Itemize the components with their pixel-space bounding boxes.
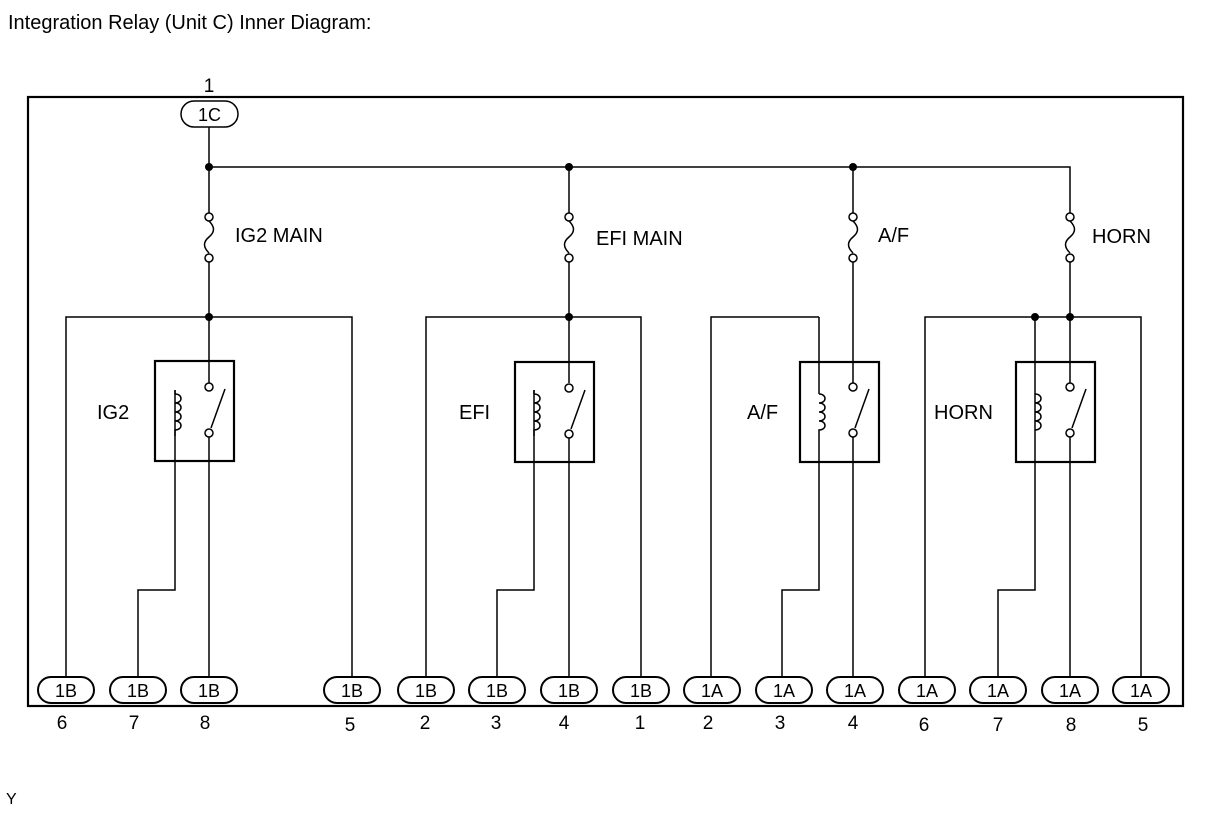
svg-text:1B: 1B xyxy=(341,681,363,701)
bottom-connector: 1A 8 xyxy=(1041,676,1099,736)
relay-efi xyxy=(513,360,596,464)
connector-pin: 7 xyxy=(993,715,1004,736)
svg-text:1B: 1B xyxy=(630,681,652,701)
ig2-junction xyxy=(205,313,213,321)
connector-pin: 3 xyxy=(491,713,502,734)
svg-text:1B: 1B xyxy=(55,681,77,701)
relay-coil-icon xyxy=(1034,393,1042,431)
fuse-label: A/F xyxy=(878,225,909,247)
relay-horn xyxy=(1014,360,1097,464)
fuse-label: HORN xyxy=(1092,226,1151,248)
efi-junction xyxy=(565,313,573,321)
connector-pin: 8 xyxy=(200,713,211,734)
bottom-connector: 1B 3 xyxy=(468,676,526,734)
bottom-connector: 1A 5 xyxy=(1112,676,1170,736)
page-title: Integration Relay (Unit C) Inner Diagram… xyxy=(8,12,372,34)
power-bus xyxy=(208,127,1071,213)
connector-pin: 5 xyxy=(1138,715,1149,736)
fuse-efi-main xyxy=(563,167,575,263)
svg-text:1B: 1B xyxy=(198,681,220,701)
relay-switch-icon xyxy=(1065,382,1087,438)
bottom-connector: 1B 5 xyxy=(323,676,381,736)
connector-pin: 5 xyxy=(345,715,356,736)
relay-af xyxy=(798,360,881,464)
bottom-connector: 1B 6 xyxy=(37,676,95,734)
svg-text:1A: 1A xyxy=(1130,681,1152,701)
bottom-connector: 1A 2 xyxy=(683,676,741,734)
bottom-connector: 1A 4 xyxy=(826,676,884,734)
unit-frame xyxy=(26,95,1185,708)
relay-label: EFI xyxy=(459,402,490,424)
fuse-af xyxy=(847,167,859,263)
relay-switch-icon xyxy=(848,382,870,438)
efi-wiring xyxy=(425,262,642,678)
fuse-horn xyxy=(1064,212,1076,263)
connector-pin: 7 xyxy=(129,713,140,734)
connector-pin: 6 xyxy=(919,715,930,736)
svg-text:1A: 1A xyxy=(916,681,938,701)
bottom-connector: 1A 7 xyxy=(969,676,1027,736)
bottom-connector: 1A 6 xyxy=(898,676,956,736)
relay-switch-icon xyxy=(564,383,586,439)
relay-label: HORN xyxy=(934,402,993,424)
relay-label: A/F xyxy=(747,402,778,424)
horn-junction-2 xyxy=(1066,313,1074,321)
svg-text:1A: 1A xyxy=(701,681,723,701)
horn-wiring xyxy=(924,262,1142,678)
connector-pin: 3 xyxy=(775,713,786,734)
fuse-ig2-main xyxy=(203,167,215,263)
connector-pin: 8 xyxy=(1066,715,1077,736)
connector-pin: 2 xyxy=(420,713,431,734)
horn-junction-1 xyxy=(1031,313,1039,321)
connector-pin: 6 xyxy=(57,713,68,734)
bottom-connector: 1B 4 xyxy=(540,676,598,734)
top-connector-pin: 1 xyxy=(204,76,215,97)
bottom-connector: 1B 1 xyxy=(612,676,670,734)
svg-text:1A: 1A xyxy=(844,681,866,701)
bottom-connector: 1A 3 xyxy=(755,676,813,734)
connector-pin: 1 xyxy=(635,713,646,734)
top-connector-label: 1C xyxy=(198,105,221,125)
svg-text:1A: 1A xyxy=(987,681,1009,701)
af-wiring xyxy=(710,262,854,678)
svg-text:1B: 1B xyxy=(558,681,580,701)
bottom-connector: 1B 8 xyxy=(180,676,238,734)
svg-text:1B: 1B xyxy=(127,681,149,701)
bottom-connector: 1B 2 xyxy=(397,676,455,734)
svg-text:1A: 1A xyxy=(773,681,795,701)
relay-coil-icon xyxy=(818,390,826,436)
relay-ig2 xyxy=(153,359,236,463)
fuse-label: EFI MAIN xyxy=(596,228,683,250)
svg-text:1B: 1B xyxy=(415,681,437,701)
svg-text:1A: 1A xyxy=(1059,681,1081,701)
bottom-connector: 1B 7 xyxy=(109,676,167,734)
connector-pin: 4 xyxy=(848,713,859,734)
relay-coil-icon xyxy=(533,390,541,436)
relay-label: IG2 xyxy=(97,402,129,424)
top-connector-1c: 1C xyxy=(180,100,239,128)
fuse-label: IG2 MAIN xyxy=(235,225,323,247)
footer-code: Y xyxy=(6,791,17,808)
connector-pin: 4 xyxy=(559,713,570,734)
ig2-wiring xyxy=(65,262,353,678)
relay-switch-icon xyxy=(204,382,226,438)
connector-pin: 2 xyxy=(703,713,714,734)
relay-coil-icon xyxy=(174,390,182,436)
svg-text:1B: 1B xyxy=(486,681,508,701)
